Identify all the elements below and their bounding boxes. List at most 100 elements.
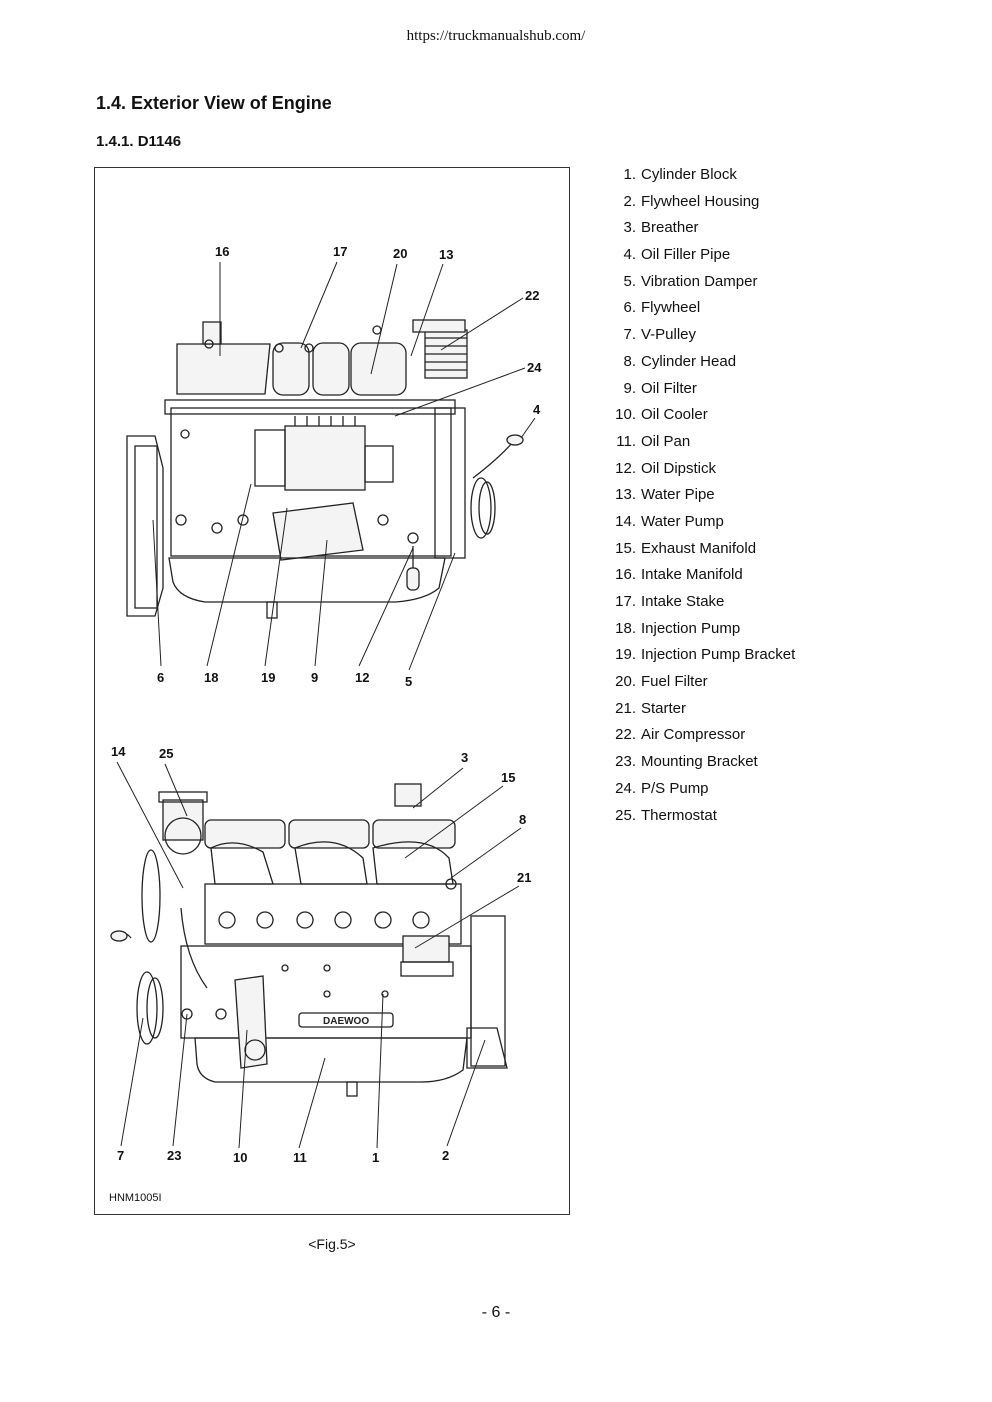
callout-25: 25 (159, 746, 173, 761)
callout-5: 5 (405, 674, 412, 689)
legend-number: 18. (615, 619, 636, 637)
legend-label: Oil Filler Pipe (641, 246, 731, 264)
callout-1: 1 (372, 1150, 379, 1165)
legend-item: 21. Starter (602, 699, 795, 726)
source-url[interactable]: https://truckmanualshub.com/ (406, 28, 586, 44)
legend-number: 5. (623, 272, 636, 290)
legend-item: 6.Flywheel (602, 298, 795, 325)
engine-drawing: 16 17 20 13 22 24 4 6 18 19 9 12 5 (110, 244, 542, 1165)
legend-number: 7. (623, 326, 636, 344)
callout-13: 13 (439, 247, 453, 262)
legend-label: Exhaust Manifold (641, 539, 757, 557)
subsection-title: 1.4.1. D1146 (96, 133, 182, 150)
legend-label: Thermostat (641, 806, 717, 824)
legend-item: 3. Breather (602, 218, 795, 245)
callout-16: 16 (215, 244, 229, 259)
callout-10: 10 (233, 1150, 247, 1165)
legend-item: 1. Cylinder Block (602, 165, 795, 192)
callouts-top: 16 17 20 13 22 24 4 6 18 19 9 12 5 (157, 244, 542, 689)
legend-label: Fuel Filter (641, 673, 708, 691)
legend-number: 6. (623, 299, 636, 317)
callout-19: 19 (261, 670, 275, 685)
callout-20: 20 (393, 246, 407, 261)
callout-18: 18 (204, 670, 218, 685)
legend-label: Oil Cooler (641, 406, 708, 424)
legend-number: 21. (615, 699, 636, 717)
parts-legend: 1. Cylinder Block 2. Flywheel Housing 3. Br… (602, 165, 795, 832)
legend-label: Oil Pan (641, 432, 691, 450)
legend-label: Water Pump (641, 512, 724, 530)
legend-number: 10. (615, 406, 636, 424)
legend-label: Flywheel Housing (641, 192, 760, 210)
legend-label: Water Pipe (641, 486, 715, 504)
legend-label: Injection Pump Bracket (641, 646, 796, 664)
legend-number: 11. (616, 432, 636, 450)
callout-11: 11 (293, 1150, 307, 1165)
legend-item: 14. Water Pump (602, 512, 795, 539)
callout-4: 4 (533, 402, 541, 417)
callout-21: 21 (517, 870, 531, 885)
legend-item: 22. Air Compressor (602, 725, 795, 752)
legend-number: 15. (615, 539, 636, 557)
legend-item: 15. Exhaust Manifold (602, 539, 795, 566)
legend-number: 25. (615, 806, 636, 824)
legend-number: 17. (615, 593, 636, 610)
callout-3: 3 (461, 750, 468, 765)
leader-lines-bottom (116, 761, 522, 1149)
legend-item: 16. Intake Manifold (602, 565, 795, 592)
legend-label: V-Pulley (641, 326, 697, 344)
legend-item: 17. Intake Stake (602, 592, 795, 619)
legend-label: Cylinder Head (641, 352, 737, 370)
legend-number: 1. (623, 166, 636, 183)
legend-label: Breather (641, 219, 699, 237)
legend-item: 25. Thermostat (602, 806, 795, 833)
legend-label: Mounting Bracket (641, 753, 758, 771)
legend-number: 4. (623, 246, 636, 264)
callout-2: 2 (442, 1148, 449, 1163)
legend-number: 2. (623, 192, 636, 210)
legend-label: P/S Pump (641, 779, 709, 797)
legend-item: 5. Vibration Damper (602, 272, 795, 299)
legend-label: Starter (641, 699, 687, 717)
callout-23: 23 (167, 1148, 181, 1163)
page-number: - 6 - (481, 1304, 511, 1321)
legend-number: 12. (615, 459, 636, 477)
legend-item: 23. Mounting Bracket (602, 752, 795, 779)
callout-17: 17 (333, 244, 347, 259)
legend-item: 18. Injection Pump (602, 619, 795, 646)
legend-number: 19. (615, 646, 636, 664)
legend-number: 22. (615, 726, 636, 744)
legend-label: Intake Manifold (641, 566, 743, 584)
legend-number: 23. (615, 753, 636, 771)
legend-item: 11. Oil Pan (602, 432, 795, 459)
callout-6: 6 (157, 670, 164, 685)
figure-id: HNM1005I (109, 1192, 162, 1204)
daewoo-badge: DAEWOO (323, 1016, 369, 1027)
legend-item: 4. Oil Filler Pipe (602, 245, 795, 272)
legend-item: 20.Fuel Filter (602, 672, 795, 699)
callout-8: 8 (519, 812, 526, 827)
legend-item: 19. Injection Pump Bracket (602, 645, 795, 672)
callout-15: 15 (501, 770, 515, 785)
legend-label: Oil Filter (641, 379, 697, 397)
callout-22: 22 (525, 288, 539, 303)
legend-item: 12. Oil Dipstick (602, 459, 795, 486)
engine-left-side-drawing (126, 319, 524, 619)
legend-label: Oil Dipstick (641, 459, 717, 477)
legend-label: Injection Pump (641, 619, 741, 637)
legend-item: 10. Oil Cooler (602, 405, 795, 432)
legend-item: 7. V-Pulley (602, 325, 795, 352)
section-title: 1.4. Exterior View of Engine (96, 93, 332, 113)
legend-label: Vibration Damper (641, 272, 758, 290)
callout-12: 12 (355, 670, 369, 685)
engine-right-side-drawing: DAEWOO (110, 783, 508, 1097)
legend-number: 24. (615, 779, 636, 797)
legend-number: 14. (615, 512, 636, 530)
legend-label: Cylinder Block (641, 166, 737, 183)
legend-number: 16. (615, 566, 636, 584)
callout-9: 9 (311, 670, 318, 685)
legend-number: 8. (623, 352, 636, 370)
legend-label: Intake Stake (641, 593, 725, 610)
legend-number: 3. (623, 219, 636, 237)
legend-label: Air Compressor (641, 726, 746, 744)
